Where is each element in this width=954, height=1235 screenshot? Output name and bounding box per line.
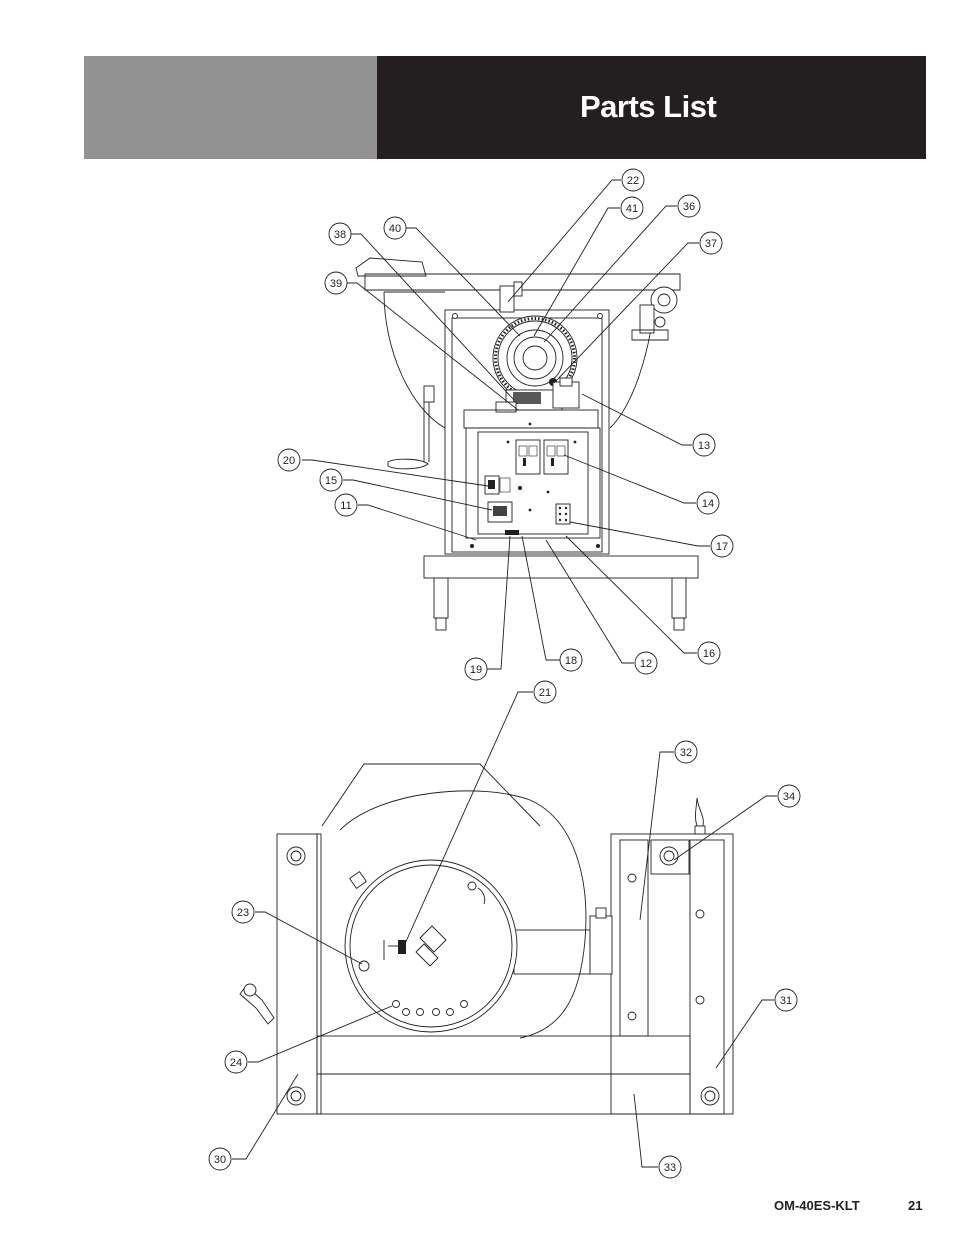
svg-text:36: 36 — [683, 201, 695, 213]
callout-14: 14 — [696, 491, 720, 515]
callout-30: 30 — [208, 1147, 232, 1171]
callout-40: 40 — [383, 216, 407, 240]
svg-text:39: 39 — [330, 278, 342, 290]
svg-text:32: 32 — [680, 747, 692, 759]
svg-text:13: 13 — [698, 440, 710, 452]
svg-text:12: 12 — [640, 658, 652, 670]
svg-text:40: 40 — [389, 223, 401, 235]
callout-38: 38 — [328, 222, 352, 246]
callout-41: 41 — [620, 196, 644, 220]
svg-text:14: 14 — [702, 498, 714, 510]
svg-text:37: 37 — [705, 238, 717, 250]
footer-page-number: 21 — [908, 1198, 923, 1213]
svg-text:23: 23 — [237, 907, 249, 919]
svg-text:41: 41 — [626, 203, 638, 215]
svg-text:21: 21 — [539, 687, 551, 699]
callout-39: 39 — [324, 271, 348, 295]
svg-text:18: 18 — [565, 655, 577, 667]
svg-text:20: 20 — [283, 455, 295, 467]
svg-text:31: 31 — [780, 995, 792, 1007]
callout-12: 12 — [634, 651, 658, 675]
header-dark-band — [377, 56, 926, 159]
callout-15: 15 — [319, 468, 343, 492]
callout-33: 33 — [658, 1155, 682, 1179]
callout-22: 22 — [621, 168, 645, 192]
callout-31: 31 — [774, 988, 798, 1012]
callout-21: 21 — [533, 680, 557, 704]
svg-text:34: 34 — [783, 791, 795, 803]
callout-23: 23 — [231, 900, 255, 924]
svg-text:15: 15 — [325, 475, 337, 487]
callout-20: 20 — [277, 448, 301, 472]
svg-text:19: 19 — [470, 664, 482, 676]
svg-text:38: 38 — [334, 229, 346, 241]
callout-19: 19 — [464, 657, 488, 681]
svg-text:17: 17 — [716, 541, 728, 553]
footer-document-id: OM-40ES-KLT — [774, 1198, 860, 1213]
callout-32: 32 — [674, 740, 698, 764]
svg-text:30: 30 — [214, 1154, 226, 1166]
callout-34: 34 — [777, 784, 801, 808]
svg-text:24: 24 — [230, 1057, 242, 1069]
callout-24: 24 — [224, 1050, 248, 1074]
svg-text:22: 22 — [627, 175, 639, 187]
page-title: Parts List — [580, 89, 717, 124]
svg-text:11: 11 — [340, 500, 351, 512]
callout-18: 18 — [559, 648, 583, 672]
header-gray-band — [84, 56, 377, 159]
svg-text:16: 16 — [703, 648, 715, 660]
svg-text:33: 33 — [664, 1162, 676, 1174]
callout-37: 37 — [699, 231, 723, 255]
callout-36: 36 — [677, 194, 701, 218]
callout-17: 17 — [710, 534, 734, 558]
callout-16: 16 — [697, 641, 721, 665]
callout-11: 11 — [334, 493, 358, 517]
callout-13: 13 — [692, 433, 716, 457]
